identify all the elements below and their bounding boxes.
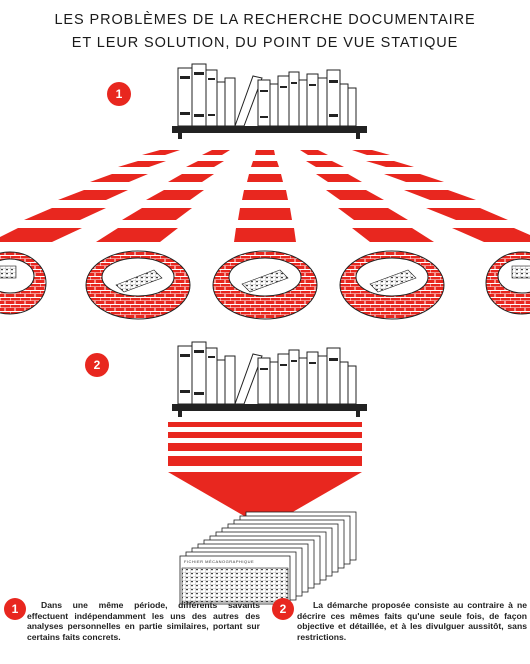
well-2 <box>86 251 190 319</box>
well-3 <box>213 251 317 319</box>
caption-2: La démarche proposée consiste au contrai… <box>297 600 527 642</box>
red-stripes-fan <box>0 150 530 242</box>
step-2-badge: 2 <box>85 353 109 377</box>
caption-1-badge: 1 <box>4 598 26 620</box>
caption-2-badge: 2 <box>272 598 294 620</box>
brick-wells-row <box>0 251 530 319</box>
well-5 <box>486 252 530 314</box>
step-1-badge: 1 <box>107 82 131 106</box>
card-file-label: FICHIER MÉCANOGRAPHIQUE <box>184 559 254 564</box>
card-file: FICHIER MÉCANOGRAPHIQUE <box>180 512 356 604</box>
well-4 <box>340 251 444 319</box>
bookshelf-bottom <box>172 342 367 417</box>
caption-1: Dans une même période, différents savant… <box>27 600 260 642</box>
bookshelf-top <box>172 64 367 139</box>
well-1 <box>0 252 46 314</box>
